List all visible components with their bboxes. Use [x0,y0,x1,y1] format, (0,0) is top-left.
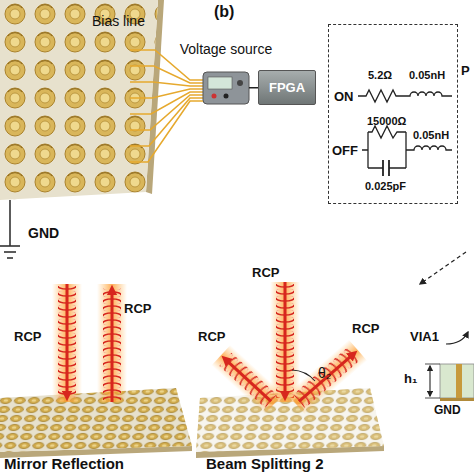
bias-lines [130,50,203,162]
component-value: 0.05nH [409,69,445,81]
polarization-label: RCP [124,302,151,316]
component-value: 5.2Ω [368,69,392,81]
fpga-box: FPGA [258,70,316,105]
angle-label: θ₂ [318,366,331,381]
voltmeter-icon [203,72,249,104]
component-value: 0.025pF [365,180,406,192]
split-beam [212,345,284,414]
panel-letter: (b) [214,3,234,21]
polarization-label: RCP [198,330,225,344]
voltage-source: Voltage source [203,72,249,104]
ground-label: GND [434,404,461,417]
incident-beam [270,282,300,402]
component-value: 0.05nH [413,129,449,141]
ground-symbol [0,200,20,258]
dashed-pointer [420,252,466,284]
polarization-label: RCP [252,266,279,280]
via-label: VIA1 [410,330,439,344]
state-label: ON [334,90,354,104]
metasurface-board [0,0,164,200]
connector-wire [249,87,258,89]
polarization-label: RCP [14,330,41,344]
polarization-label: RCP [352,322,379,336]
equivalent-circuit [358,90,452,176]
equivalent-circuit-box: ON 5.2Ω 0.05nH OFF 15000Ω 0.025pF 0.05nH [328,24,458,204]
component-value: 15000Ω [367,115,406,127]
split-beam [287,340,367,415]
device-label: FPGA [259,81,315,95]
incident-beam [52,284,82,402]
panel-title: Beam Splitting 2 [206,456,324,473]
cut-label: P [461,64,470,78]
dimension-label: h₁ [404,372,417,386]
angle-arc [292,370,315,381]
reflected-beam [97,284,127,402]
device-label: Voltage source [153,42,299,57]
mirror-metasurface [0,388,192,458]
ground-label: GND [28,226,59,241]
state-label: OFF [332,144,358,158]
panel-title: Mirror Reflection [4,456,124,473]
bias-line-label: Bias line [92,14,145,29]
